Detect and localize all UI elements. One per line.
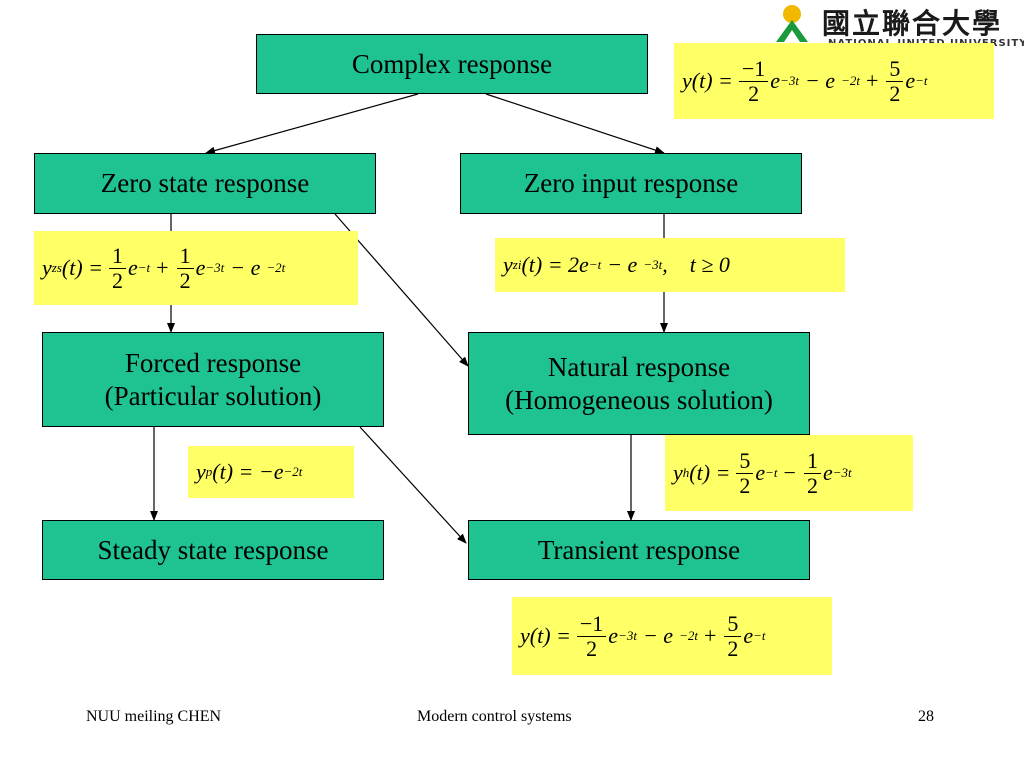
arrow-complex-to-zero-state: [205, 93, 419, 155]
fraction-denominator: 2: [748, 80, 760, 106]
zero-input-response-label: Zero input response: [523, 168, 739, 199]
eq-condition: , t ≥ 0: [662, 252, 730, 277]
arrow-forced-to-transient: [359, 426, 467, 544]
eq-exponent: −t: [753, 628, 766, 643]
steady-state-response-label: Steady state response: [97, 534, 329, 565]
fraction: 5 2: [724, 612, 742, 661]
natural-response-box: Natural response (Homogeneous solution): [468, 332, 810, 435]
fraction-numerator: 1: [109, 244, 127, 269]
fraction-numerator: 5: [736, 449, 754, 474]
zero-state-response-box: Zero state response: [34, 153, 376, 214]
fraction-numerator: −1: [576, 612, 607, 637]
eq-exponent: −2t: [266, 260, 286, 275]
fraction: 1 2: [176, 244, 194, 293]
eq-exponent: −t: [915, 73, 928, 88]
university-seal-icon: [776, 5, 808, 42]
eq-subscript: p: [205, 464, 213, 479]
eq-exponent: −2t: [841, 73, 860, 88]
natural-response-label: Natural response: [547, 352, 731, 383]
footer-course-title: Modern control systems: [417, 708, 572, 725]
complex-response-box: Complex response: [256, 34, 648, 94]
particular-solution-label: (Particular solution): [104, 380, 322, 411]
eq-term: e: [743, 623, 754, 648]
eq-exponent: −3t: [205, 260, 225, 275]
fraction-numerator: −1: [738, 57, 769, 82]
fraction-denominator: 2: [739, 472, 751, 498]
eq-plus: +: [865, 68, 879, 93]
fraction: −1 2: [576, 612, 607, 661]
zero-input-response-box: Zero input response: [460, 153, 802, 214]
steady-state-response-box: Steady state response: [42, 520, 384, 580]
footer-page-number: 28: [918, 708, 934, 725]
forced-response-label: Forced response: [124, 348, 302, 379]
eq-exponent: −3t: [832, 465, 852, 480]
eq-plus: +: [156, 255, 169, 280]
eq-plus: +: [703, 623, 717, 648]
fraction: 5 2: [886, 57, 904, 106]
complex-response-equation: y(t) = −1 2 e−3t − e−2t + 5 2 e−t: [674, 43, 994, 119]
eq-lhs-rest: (t) =: [61, 255, 104, 280]
transient-response-equation: y(t) = −1 2 e−3t − e−2t + 5 2 e−t: [512, 597, 832, 675]
fraction: 1 2: [109, 244, 127, 293]
eq-exponent: −3t: [780, 73, 799, 88]
eq-exponent: −t: [588, 257, 602, 272]
eq-lhs-var: y: [503, 252, 513, 277]
fraction-denominator: 2: [179, 267, 191, 293]
fraction: 1 2: [803, 449, 821, 498]
footer-author: NUU meiling CHEN: [86, 708, 222, 725]
eq-term: e: [128, 255, 138, 280]
eq-subscript: zi: [512, 257, 522, 272]
eq-exponent: −t: [137, 260, 151, 275]
eq-term: e: [755, 460, 766, 485]
eq-lhs: y(t) =: [682, 68, 733, 93]
fraction-numerator: 5: [886, 57, 904, 82]
eq-term: − e: [642, 623, 674, 648]
fraction: −1 2: [738, 57, 769, 106]
eq-term: − e: [230, 255, 261, 280]
zero-state-response-label: Zero state response: [100, 168, 310, 199]
eq-exponent: −3t: [643, 257, 663, 272]
eq-term: e: [822, 460, 833, 485]
eq-exponent: −3t: [618, 628, 637, 643]
fraction-denominator: 2: [727, 635, 739, 661]
fraction-denominator: 2: [112, 267, 124, 293]
logo-chinese-name: 國立聯合大學: [822, 7, 1003, 40]
eq-lhs: y(t) =: [520, 623, 571, 648]
complex-response-label: Complex response: [351, 48, 553, 79]
eq-term: − e: [607, 252, 638, 277]
fraction-denominator: 2: [889, 80, 901, 106]
eq-lhs-rest: (t) =: [689, 460, 731, 485]
arrow-complex-to-zero-input: [485, 93, 665, 154]
eq-subscript: zs: [51, 260, 62, 275]
fraction-numerator: 5: [724, 612, 742, 637]
fraction-numerator: 1: [176, 244, 194, 269]
forced-response-box: Forced response (Particular solution): [42, 332, 384, 427]
eq-lhs-rest: (t) = 2e: [521, 252, 589, 277]
eq-exponent: −t: [765, 465, 778, 480]
eq-term: e: [608, 623, 619, 648]
eq-term: e: [905, 68, 916, 93]
eq-exponent: −2t: [679, 628, 698, 643]
fraction-denominator: 2: [586, 635, 598, 661]
eq-lhs-var: y: [196, 459, 206, 484]
eq-minus: −: [783, 460, 796, 485]
fraction: 5 2: [736, 449, 754, 498]
eq-term: − e: [804, 68, 836, 93]
transient-response-label: Transient response: [537, 534, 741, 565]
eq-exponent: −2t: [283, 464, 303, 479]
fraction-numerator: 1: [803, 449, 821, 474]
eq-term: e: [195, 255, 206, 280]
transient-response-box: Transient response: [468, 520, 810, 580]
eq-lhs-var: y: [673, 460, 683, 485]
eq-lhs-var: y: [42, 255, 52, 280]
eq-subscript: h: [682, 465, 690, 480]
homogeneous-solution-label: (Homogeneous solution): [505, 384, 773, 415]
eq-lhs-rest: (t) = −e: [212, 459, 284, 484]
fraction-denominator: 2: [806, 472, 818, 498]
eq-term: e: [770, 68, 781, 93]
